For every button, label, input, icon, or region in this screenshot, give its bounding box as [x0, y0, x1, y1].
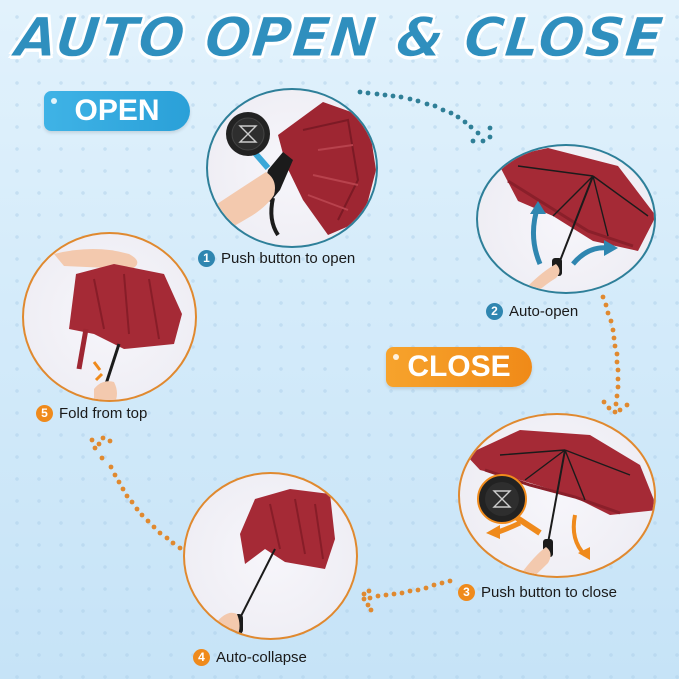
step-4-number-badge: 4 [193, 649, 210, 666]
step-5-text: Fold from top [59, 405, 148, 422]
step-2-number-badge: 2 [486, 303, 503, 320]
step-4-image [183, 472, 358, 640]
close-section-tag: CLOSE [386, 347, 532, 387]
step-5-number-badge: 5 [36, 405, 53, 422]
page-title: AUTO OPEN & CLOSE [12, 6, 667, 70]
step-5-label: 5 Fold from top [36, 405, 147, 422]
step-2-label: 2 Auto-open [486, 303, 578, 320]
step-1-image [206, 88, 378, 248]
step-3-image [458, 413, 656, 578]
step-4-label: 4 Auto-collapse [193, 649, 307, 666]
step-1-number-badge: 1 [198, 250, 215, 267]
step-1-label: 1 Push button to open [198, 250, 355, 267]
step-3-text: Push button to close [481, 584, 617, 601]
open-section-tag: OPEN [44, 91, 190, 131]
step-3-number-badge: 3 [458, 584, 475, 601]
step-4-text: Auto-collapse [216, 649, 307, 666]
step-1-text: Push button to open [221, 250, 356, 267]
step-2-image [476, 144, 656, 294]
step-5-image [22, 232, 197, 402]
step-2-text: Auto-open [509, 303, 579, 320]
step-3-label: 3 Push button to close [458, 584, 617, 601]
